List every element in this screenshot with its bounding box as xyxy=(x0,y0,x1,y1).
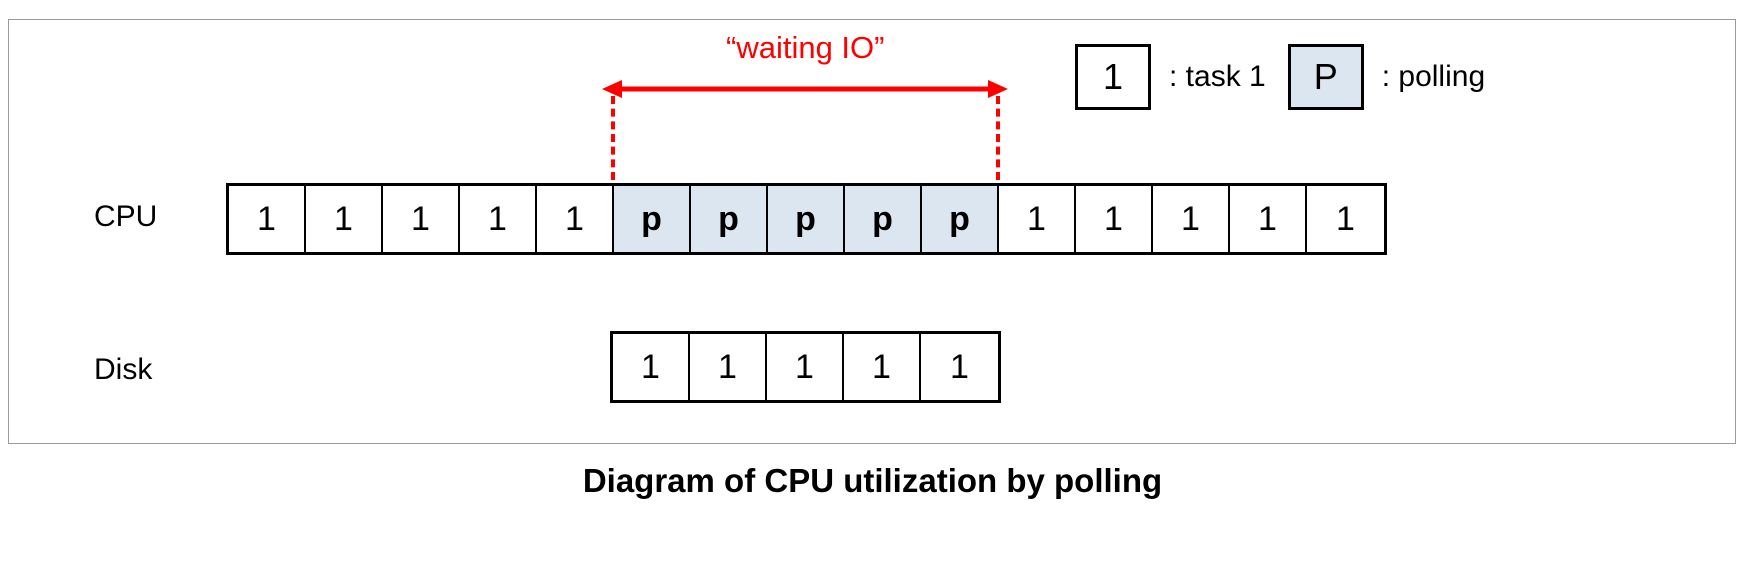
waiting-io-arrow xyxy=(600,70,1010,110)
waiting-io-drop-right xyxy=(996,96,1000,180)
timeline-cell: 1 xyxy=(1230,186,1307,252)
waiting-io-drop-left xyxy=(611,96,615,180)
timeline-cell: 1 xyxy=(844,334,921,400)
row-label-cpu: CPU xyxy=(94,200,158,233)
timeline-cell-polling: p xyxy=(614,186,691,252)
waiting-io-label: “waiting IO” xyxy=(726,30,885,65)
timeline-cell: 1 xyxy=(1076,186,1153,252)
timeline-cell: 1 xyxy=(383,186,460,252)
timeline-cell: 1 xyxy=(999,186,1076,252)
timeline-cell: 1 xyxy=(921,334,998,400)
legend: 1 : task 1 P : polling xyxy=(1075,44,1485,110)
timeline-cell: 1 xyxy=(613,334,690,400)
row-label-disk: Disk xyxy=(94,353,153,386)
timeline-cell: 1 xyxy=(1307,186,1384,252)
legend-swatch-task-1: 1 xyxy=(1075,44,1151,110)
timeline-cell: 1 xyxy=(306,186,383,252)
double-arrow-icon xyxy=(602,80,1008,98)
legend-label-task-1: : task 1 xyxy=(1169,60,1266,93)
timeline-cpu: 1 1 1 1 1 p p p p p 1 1 1 1 1 xyxy=(226,183,1387,255)
timeline-cell: 1 xyxy=(537,186,614,252)
timeline-cell: 1 xyxy=(767,334,844,400)
timeline-disk: 1 1 1 1 1 xyxy=(610,331,1001,403)
timeline-cell-polling: p xyxy=(691,186,768,252)
timeline-cell-polling: p xyxy=(768,186,845,252)
timeline-cell: 1 xyxy=(229,186,306,252)
legend-label-polling: : polling xyxy=(1381,60,1486,93)
figure-caption: Diagram of CPU utilization by polling xyxy=(582,462,1163,499)
timeline-cell: 1 xyxy=(690,334,767,400)
timeline-cell: 1 xyxy=(460,186,537,252)
legend-swatch-polling: P xyxy=(1287,44,1364,110)
timeline-cell-polling: p xyxy=(845,186,922,252)
timeline-cell: 1 xyxy=(1153,186,1230,252)
timeline-cell-polling: p xyxy=(922,186,999,252)
